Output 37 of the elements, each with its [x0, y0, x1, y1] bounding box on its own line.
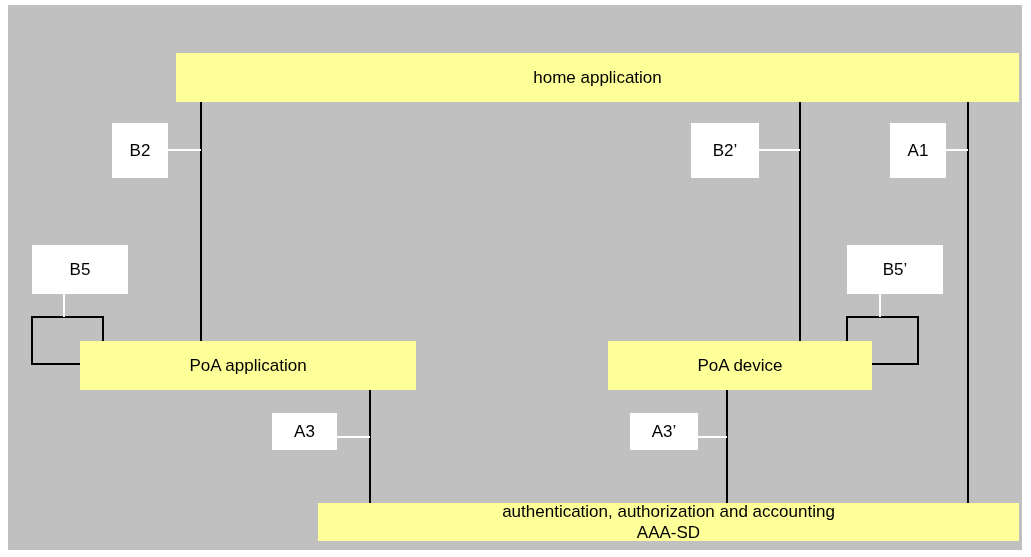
- interface-name: A3: [294, 421, 315, 442]
- component-name: home application: [533, 67, 662, 88]
- component-name: PoA application: [189, 355, 307, 376]
- leader-line: [167, 149, 202, 151]
- interface-label-box: [272, 413, 337, 450]
- component-box: [176, 53, 1019, 102]
- component-name: authentication, authorization and accounting: [502, 501, 835, 522]
- interface-label-box: [630, 413, 698, 450]
- leader-line: [697, 436, 728, 438]
- interface-label-box: [847, 245, 943, 294]
- connector-line: [369, 389, 371, 504]
- leader-line: [758, 149, 801, 151]
- connector-line: [846, 316, 919, 365]
- component-box: [608, 341, 872, 390]
- component-box: [80, 341, 416, 390]
- leader-line: [336, 436, 371, 438]
- interface-label-box: [112, 123, 168, 178]
- connector-line: [967, 101, 969, 504]
- leader-line: [879, 293, 881, 318]
- interface-name: B2: [129, 140, 151, 161]
- interface-label-box: [890, 123, 946, 178]
- connector-line: [799, 101, 801, 342]
- interface-name: A3’: [651, 421, 677, 442]
- interface-name: B5’: [882, 259, 908, 280]
- leader-line: [63, 293, 65, 318]
- component-name: AAA-SD: [636, 522, 701, 543]
- component-box: [318, 503, 1019, 541]
- interface-label-box: [691, 123, 759, 178]
- connector-line: [726, 389, 728, 504]
- connector-line: [31, 316, 104, 365]
- interface-name: A1: [907, 140, 929, 161]
- connector-line: [200, 101, 202, 342]
- component-name: PoA device: [697, 355, 783, 376]
- interface-name: B2’: [712, 140, 738, 161]
- leader-line: [945, 149, 969, 151]
- interface-label-box: [32, 245, 128, 294]
- interface-name: B5: [69, 259, 91, 280]
